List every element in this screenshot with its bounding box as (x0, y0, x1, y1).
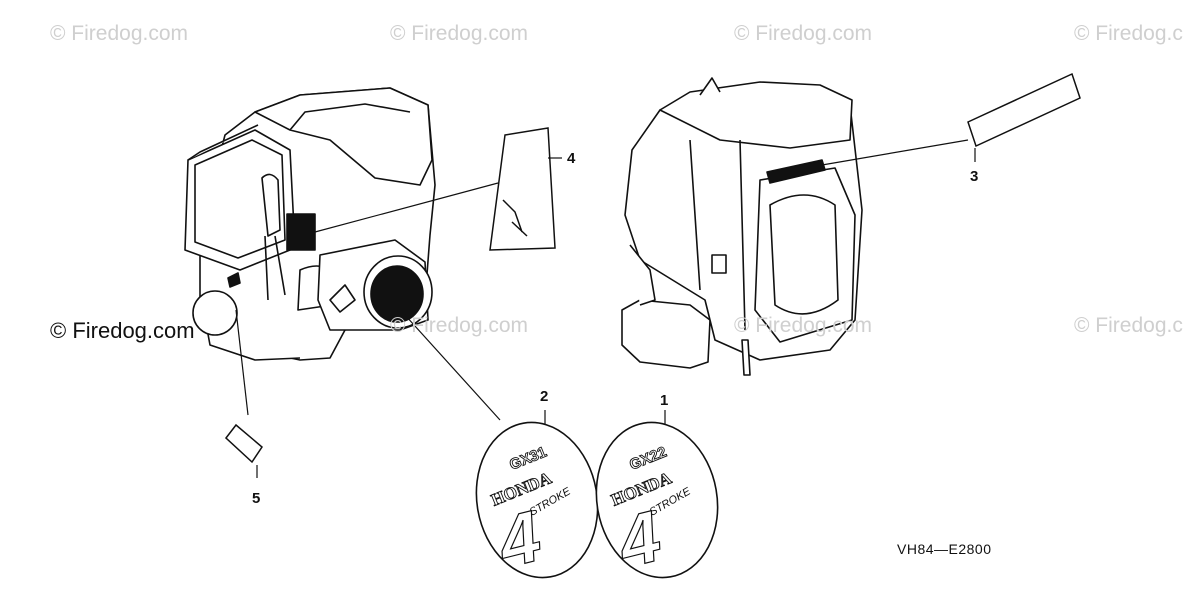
emblem-gx31: GX31 HONDA 4 STROKE (475, 421, 599, 585)
label-5-sticker (224, 423, 263, 464)
label-3-sticker (967, 72, 1081, 148)
watermark: © Firedog.com (390, 314, 529, 337)
emblem-gx22: GX22 HONDA 4 STROKE (595, 421, 719, 585)
callout-1: 1 (660, 392, 669, 409)
watermark-dark: © Firedog.com (50, 318, 195, 343)
left-engine (184, 87, 436, 361)
label-4-sticker (489, 127, 556, 251)
callout-5: 5 (252, 490, 261, 507)
callout-2: 2 (540, 388, 549, 405)
diagram-code: VH84—E2800 (897, 541, 992, 557)
callout-4: 4 (567, 150, 576, 167)
watermark: © Firedog.com (390, 22, 529, 45)
leader-lines (235, 139, 976, 478)
watermark: © Firedog.c (1074, 314, 1183, 337)
callout-3: 3 (970, 168, 979, 185)
watermark: © Firedog.com (734, 22, 873, 45)
watermark: © Firedog.com (50, 22, 189, 45)
right-engine (621, 77, 863, 376)
watermark: © Firedog.com (734, 314, 873, 337)
watermark: © Firedog.c (1074, 22, 1183, 45)
